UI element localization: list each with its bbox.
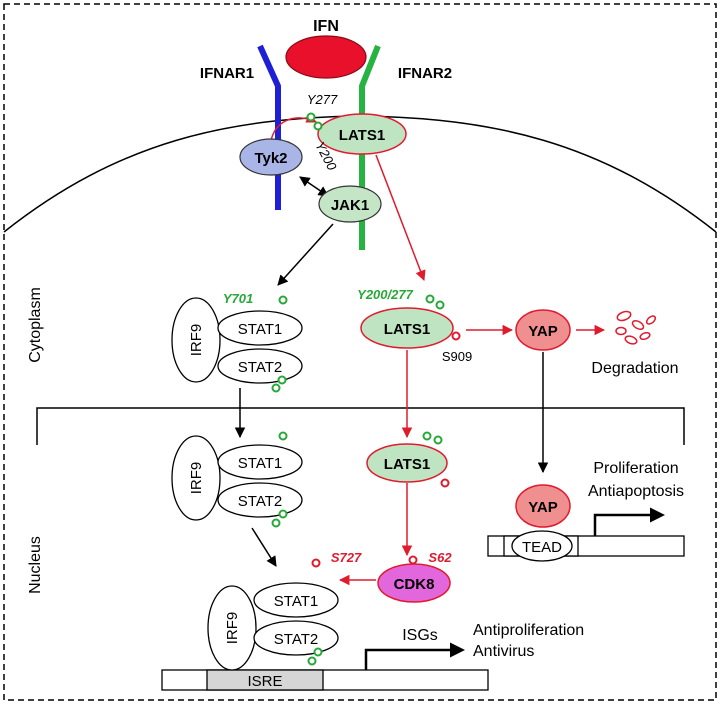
stat1-cyto-label: STAT1 (238, 321, 282, 338)
phospho-s727 (311, 558, 321, 568)
jak1-node (318, 185, 382, 223)
degradation-label: Degradation (591, 360, 678, 377)
stat1-nuc-b-node (253, 582, 339, 618)
outer-frame (3, 3, 717, 701)
phospho-stat2-nuc-b2 (313, 647, 323, 657)
irf9-cyto-label: IRF9 (188, 324, 205, 357)
stat2-nuc-b-node (253, 620, 339, 656)
yap-nuc-label: YAP (528, 499, 557, 516)
ifnar1-label: IFNAR1 (200, 65, 254, 82)
lats1-membrane-label: LATS1 (339, 127, 385, 144)
s909-site-label: S909 (442, 349, 472, 364)
cdk8-label: CDK8 (394, 576, 435, 593)
tyk2-jak1-arrow (299, 176, 329, 197)
phospho-y277 (306, 112, 316, 122)
stat1-cyto-node (217, 310, 303, 346)
phospho-stat2-a (271, 383, 281, 393)
stat2-nuc-a-node (217, 482, 303, 518)
phospho-lats1-cyto-b (435, 300, 445, 310)
tyk2-node (239, 138, 303, 176)
stat2-cyto-node (217, 348, 303, 384)
phospho-stat2-nuc-b1 (307, 656, 317, 666)
lats1-nuc-node (366, 443, 448, 483)
isgs-label: ISGs (402, 627, 438, 644)
phospho-stat2-b (277, 375, 287, 385)
stat2-nuc-b-label: STAT2 (274, 631, 318, 648)
stat2-nuc-a-label: STAT2 (238, 493, 282, 510)
isre-element (206, 669, 324, 691)
stat1-nuc-b-label: STAT1 (274, 593, 318, 610)
y277-site-label: Y277 (307, 92, 338, 107)
phospho-y701-stat1 (278, 295, 288, 305)
yap-transcription-arrow (593, 507, 665, 536)
phospho-lats1-nuc-b (433, 435, 443, 445)
lats1-nuc-label: LATS1 (384, 456, 430, 473)
irf9-nuc-a-label: IRF9 (188, 462, 205, 495)
ifnar2-label: IFNAR2 (398, 65, 452, 82)
jak1-to-stat-arrow (277, 223, 334, 286)
irf9-nuc-b-label: IRF9 (224, 612, 241, 645)
phospho-lats1-nuc-c (440, 478, 450, 488)
isg-transcription-arrow (364, 642, 465, 670)
y701-site-label: Y701 (223, 291, 253, 306)
lats1-membrane-node (317, 113, 407, 155)
ifn-ligand (285, 35, 367, 79)
degradation-fragments (615, 310, 657, 345)
stat-to-isre-arrow (251, 527, 277, 567)
yap-cyto-label: YAP (528, 323, 557, 340)
tead-node (511, 530, 573, 562)
y200-277-site-label: Y200/277 (357, 287, 413, 302)
nucleus-label: Nucleus (27, 536, 44, 594)
tead-label: TEAD (522, 539, 562, 556)
ifn-label: IFN (313, 18, 339, 35)
phospho-stat2-nuc-a1 (271, 518, 281, 528)
jak1-label: JAK1 (331, 197, 369, 214)
irf9-cyto-node (171, 297, 221, 383)
phospho-s909 (451, 331, 461, 341)
phospho-stat2-nuc-a2 (278, 509, 288, 519)
s727-site-label: S727 (331, 550, 362, 565)
stat1-nuc-a-node (217, 444, 303, 480)
proliferation-label: Proliferation (593, 460, 678, 477)
yap-nuc-node (515, 484, 571, 528)
yap-cyto-node (515, 309, 571, 351)
phospho-y200 (313, 121, 323, 131)
ifnar1-receptor (257, 44, 281, 210)
phospho-lats1-cyto-a (425, 294, 435, 304)
nuclear-envelope (36, 407, 685, 445)
irf9-nuc-a-node (171, 435, 221, 521)
lats1-cyto-label: LATS1 (384, 321, 430, 338)
isre-label: ISRE (247, 673, 282, 690)
stat2-cyto-label: STAT2 (238, 359, 282, 376)
tyk2-label: Tyk2 (254, 150, 287, 167)
phospho-lats1-nuc-a (422, 431, 432, 441)
stat1-nuc-a-label: STAT1 (238, 455, 282, 472)
s62-site-label: S62 (428, 550, 452, 565)
antivirus-label: Antivirus (473, 643, 534, 660)
cytoplasm-label: Cytoplasm (27, 287, 44, 363)
antiapoptosis-label: Antiapoptosis (588, 483, 684, 500)
lats1-translocation-arrow (375, 154, 426, 281)
phospho-s62 (408, 555, 418, 565)
irf9-nuc-b-node (207, 585, 257, 671)
antiproliferation-label: Antiproliferation (473, 622, 584, 639)
phospho-stat1-nuc-a (278, 431, 288, 441)
lats1-cyto-node (360, 307, 454, 349)
